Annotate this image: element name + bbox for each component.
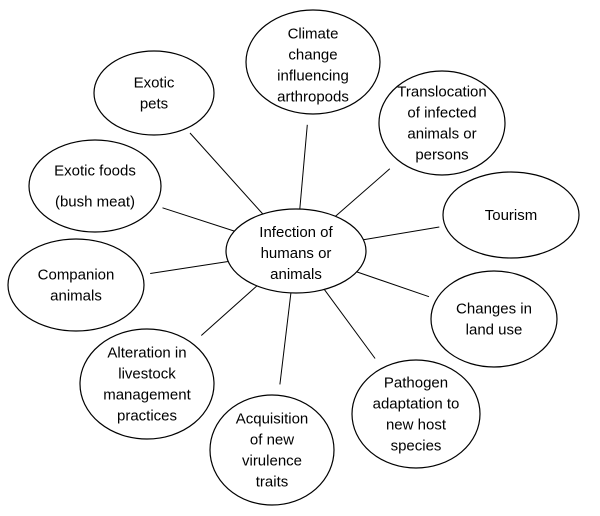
factor-translocation-label-line: of infected: [407, 105, 476, 122]
factor-climate-change-label-line: influencing: [277, 68, 349, 85]
factor-climate-change-label-line: Climate: [288, 26, 339, 43]
factor-translocation-label-line: animals or: [407, 126, 476, 143]
factor-livestock-label-line: practices: [117, 408, 177, 425]
factor-pathogen-adaptation-label-line: new host: [386, 417, 447, 434]
factor-virulence-label-line: traits: [256, 474, 289, 491]
connector-virulence: [279, 292, 292, 385]
factor-exotic-foods-ellipse: [28, 139, 162, 233]
factor-virulence-ellipse: [209, 394, 335, 506]
factor-virulence: Acquisition of new virulence traits: [209, 394, 335, 506]
connector-livestock: [200, 285, 258, 336]
factor-tourism-label-line: Tourism: [485, 207, 538, 224]
factor-livestock-label-line: livestock: [118, 366, 176, 383]
factor-land-use-label-line: Changes in: [456, 301, 532, 318]
factor-livestock-label-line: management: [103, 387, 191, 404]
connector-exotic-pets: [189, 132, 264, 215]
factor-livestock: Alteration in livestock management practice…: [79, 328, 215, 440]
center-node-label-line: animals: [270, 266, 322, 283]
factor-translocation-ellipse: [378, 70, 506, 176]
factor-translocation-label-line: persons: [415, 147, 468, 164]
factor-exotic-pets-ellipse: [93, 50, 215, 136]
factor-pathogen-adaptation-label-line: Pathogen: [384, 375, 448, 392]
factor-land-use-label-line: land use: [466, 322, 523, 339]
factor-land-use: Changes in land use: [430, 270, 558, 368]
factor-virulence-label-line: Acquisition: [236, 411, 309, 428]
factor-exotic-foods: Exotic foods (bush meat): [28, 139, 162, 233]
connectors: [150, 124, 440, 385]
connector-translocation: [335, 168, 391, 217]
connector-companion-animals: [150, 261, 229, 274]
factor-virulence-label-line: virulence: [242, 453, 302, 470]
factor-translocation-label-line: Translocation: [397, 84, 487, 101]
factor-climate-change-label-line: arthropods: [277, 89, 349, 106]
factor-pathogen-adaptation-ellipse: [351, 359, 481, 469]
factor-pathogen-adaptation: Pathogen adaptation to new host species: [351, 359, 481, 469]
nodes: Climate change influencing arthropods Transl…: [7, 9, 580, 506]
factor-pathogen-adaptation-label-line: adaptation to: [373, 396, 460, 413]
factor-companion-animals-label-line: Companion: [38, 267, 115, 284]
factor-pathogen-adaptation-label-line: species: [391, 438, 442, 455]
factor-companion-animals-label-line: animals: [50, 288, 102, 305]
center-node-label-line: Infection of: [259, 224, 333, 241]
factor-land-use-ellipse: [430, 270, 558, 368]
connector-pathogen-adaptation: [323, 289, 376, 359]
center-node-label-line: humans or: [261, 245, 332, 262]
factor-tourism-ellipse: [442, 171, 580, 259]
center-node: Infection of humans or animals: [225, 208, 367, 294]
factor-exotic-pets-label-line: pets: [140, 96, 168, 113]
factor-climate-change-ellipse: [245, 9, 381, 115]
factor-exotic-foods-label-line: Exotic foods: [54, 163, 136, 180]
factor-climate-change-label-line: change: [288, 47, 337, 64]
connector-exotic-foods: [162, 207, 235, 232]
connector-tourism: [363, 226, 440, 241]
factor-companion-animals-ellipse: [7, 238, 145, 332]
factor-virulence-label-line: of new: [250, 432, 294, 449]
connector-climate-change: [299, 124, 308, 210]
center-node-ellipse: [225, 208, 367, 294]
factor-livestock-label-line: Alteration in: [107, 345, 186, 362]
factor-livestock-ellipse: [79, 328, 215, 440]
factor-translocation: Translocation of infected animals or person…: [378, 70, 506, 176]
connector-land-use: [356, 271, 430, 298]
factor-exotic-pets-label-line: Exotic: [134, 75, 175, 92]
factor-exotic-pets: Exotic pets: [93, 50, 215, 136]
factor-climate-change: Climate change influencing arthropods: [245, 9, 381, 115]
factor-exotic-foods-label-line: (bush meat): [55, 194, 135, 211]
factor-companion-animals: Companion animals: [7, 238, 145, 332]
factor-tourism: Tourism: [442, 171, 580, 259]
